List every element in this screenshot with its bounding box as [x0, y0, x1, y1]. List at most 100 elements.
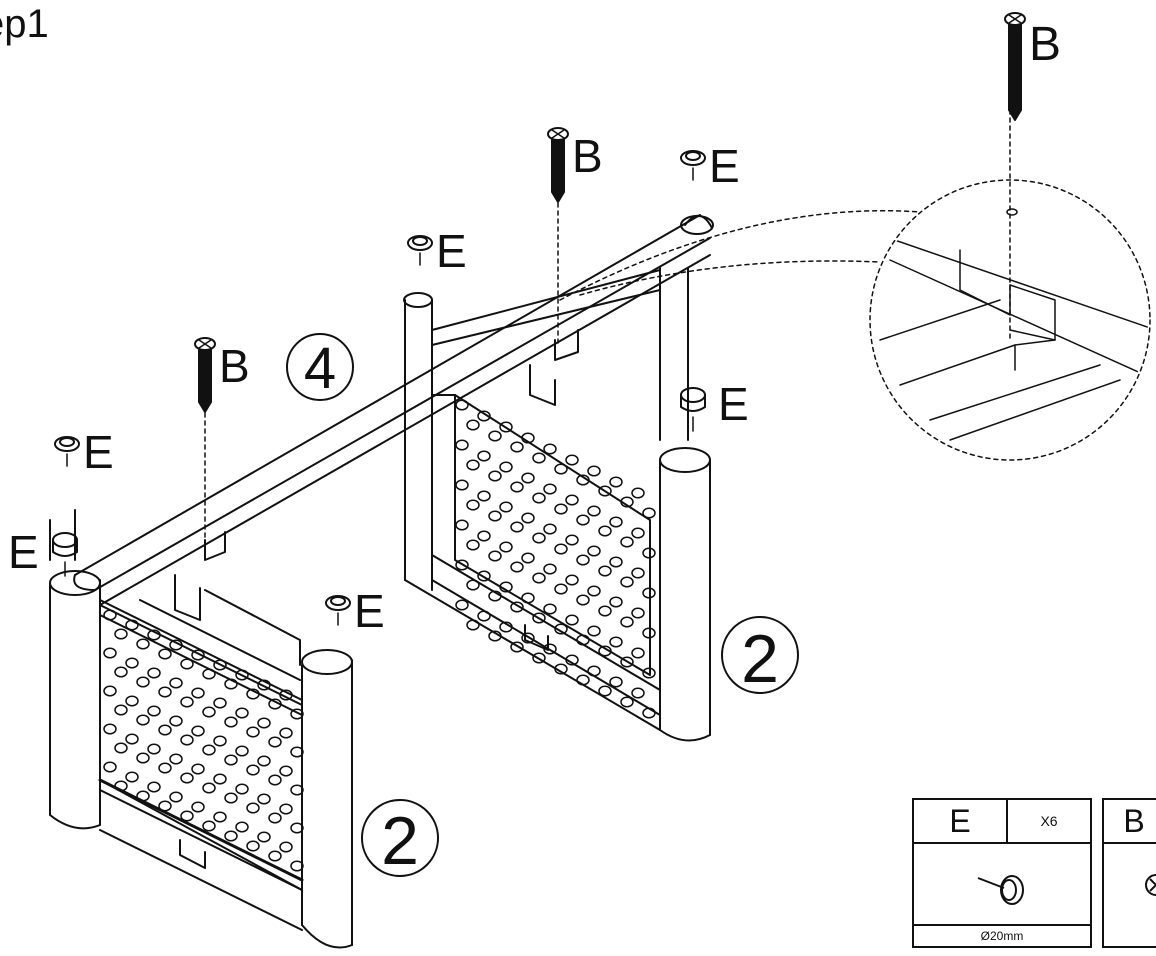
perforation-hole	[180, 734, 194, 746]
perforation-hole	[510, 521, 524, 533]
perforation-hole	[543, 443, 557, 455]
perforation-hole	[576, 634, 590, 646]
perforation-hole	[466, 499, 480, 511]
perforation-hole	[576, 674, 590, 686]
perforation-hole	[532, 532, 546, 544]
perforation-hole	[268, 774, 282, 786]
perforation-hole	[477, 450, 491, 462]
perforation-hole	[620, 616, 634, 628]
perforation-hole	[576, 594, 590, 606]
perforation-hole	[598, 485, 612, 497]
perforation-hole	[136, 676, 150, 688]
perforation-hole	[268, 698, 282, 710]
perforation-hole	[554, 623, 568, 635]
perforation-hole	[246, 840, 260, 852]
perforation-hole	[642, 547, 656, 559]
perforation-hole	[125, 619, 139, 631]
screw-label: B	[219, 340, 250, 392]
perforation-hole	[257, 831, 271, 843]
perforation-hole	[521, 592, 535, 604]
screw-icon: B	[194, 337, 250, 413]
perforation-hole	[290, 822, 304, 834]
front-panel-perforations	[103, 609, 304, 872]
perforation-hole	[455, 519, 469, 531]
perforation-hole	[455, 599, 469, 611]
perforation-hole	[224, 678, 238, 690]
perforation-hole	[631, 567, 645, 579]
perforation-hole	[224, 754, 238, 766]
perforation-hole	[114, 780, 128, 792]
screw-icon: B	[1004, 12, 1061, 121]
perforation-hole	[290, 860, 304, 872]
perforation-hole	[147, 629, 161, 641]
perforation-hole	[576, 474, 590, 486]
back-leg-panel	[403, 267, 711, 742]
perforation-hole	[147, 743, 161, 755]
perforation-hole	[246, 726, 260, 738]
perforation-hole	[158, 648, 172, 660]
perforation-hole	[543, 603, 557, 615]
perforation-hole	[290, 746, 304, 758]
perforation-hole	[279, 803, 293, 815]
perforation-hole	[202, 668, 216, 680]
perforation-hole	[279, 765, 293, 777]
perforation-hole	[587, 505, 601, 517]
perforation-hole	[466, 619, 480, 631]
perforation-hole	[587, 585, 601, 597]
perforation-hole	[521, 432, 535, 444]
part-size: Ø20mm	[914, 924, 1090, 946]
perforation-hole	[631, 527, 645, 539]
perforation-hole	[136, 752, 150, 764]
perforation-hole	[125, 657, 139, 669]
perforation-hole	[642, 587, 656, 599]
perforation-hole	[257, 717, 271, 729]
back-panel-perforations	[455, 399, 656, 719]
perforation-hole	[620, 496, 634, 508]
perforation-hole	[279, 727, 293, 739]
perforation-hole	[224, 830, 238, 842]
perforation-hole	[268, 812, 282, 824]
perforation-hole	[521, 552, 535, 564]
perforation-hole	[103, 723, 117, 735]
parts-table-e: E X6 Ø20mm	[912, 798, 1092, 948]
perforation-hole	[510, 441, 524, 453]
cap-icon: E	[407, 225, 467, 277]
perforation-hole	[455, 399, 469, 411]
perforation-hole	[268, 736, 282, 748]
perforation-hole	[158, 800, 172, 812]
part-code: B	[1104, 800, 1156, 844]
perforation-hole	[213, 659, 227, 671]
part-code: E	[914, 800, 1008, 842]
perforation-hole	[499, 461, 513, 473]
perforation-hole	[180, 658, 194, 670]
perforation-hole	[477, 570, 491, 582]
perforation-hole	[587, 545, 601, 557]
perforation-hole	[631, 687, 645, 699]
screw-icon: B	[547, 127, 603, 203]
perforation-hole	[620, 576, 634, 588]
perforation-hole	[466, 539, 480, 551]
perforation-hole	[169, 715, 183, 727]
perforation-hole	[642, 707, 656, 719]
perforation-hole	[554, 663, 568, 675]
perforation-hole	[499, 581, 513, 593]
cap-icon: E	[54, 426, 114, 478]
perforation-hole	[609, 636, 623, 648]
perforation-hole	[257, 679, 271, 691]
screw-label: B	[572, 130, 603, 182]
perforation-hole	[114, 666, 128, 678]
perforation-hole	[532, 612, 546, 624]
perforation-hole	[598, 605, 612, 617]
perforation-hole	[554, 463, 568, 475]
screw-label: B	[1029, 18, 1061, 71]
perforation-hole	[488, 550, 502, 562]
perforation-hole	[620, 656, 634, 668]
perforation-hole	[224, 716, 238, 728]
perforation-hole	[554, 583, 568, 595]
cap-label: E	[83, 426, 114, 478]
perforation-hole	[576, 554, 590, 566]
cap-label: E	[709, 140, 740, 192]
perforation-hole	[246, 688, 260, 700]
perforation-hole	[224, 792, 238, 804]
perforation-hole	[554, 503, 568, 515]
